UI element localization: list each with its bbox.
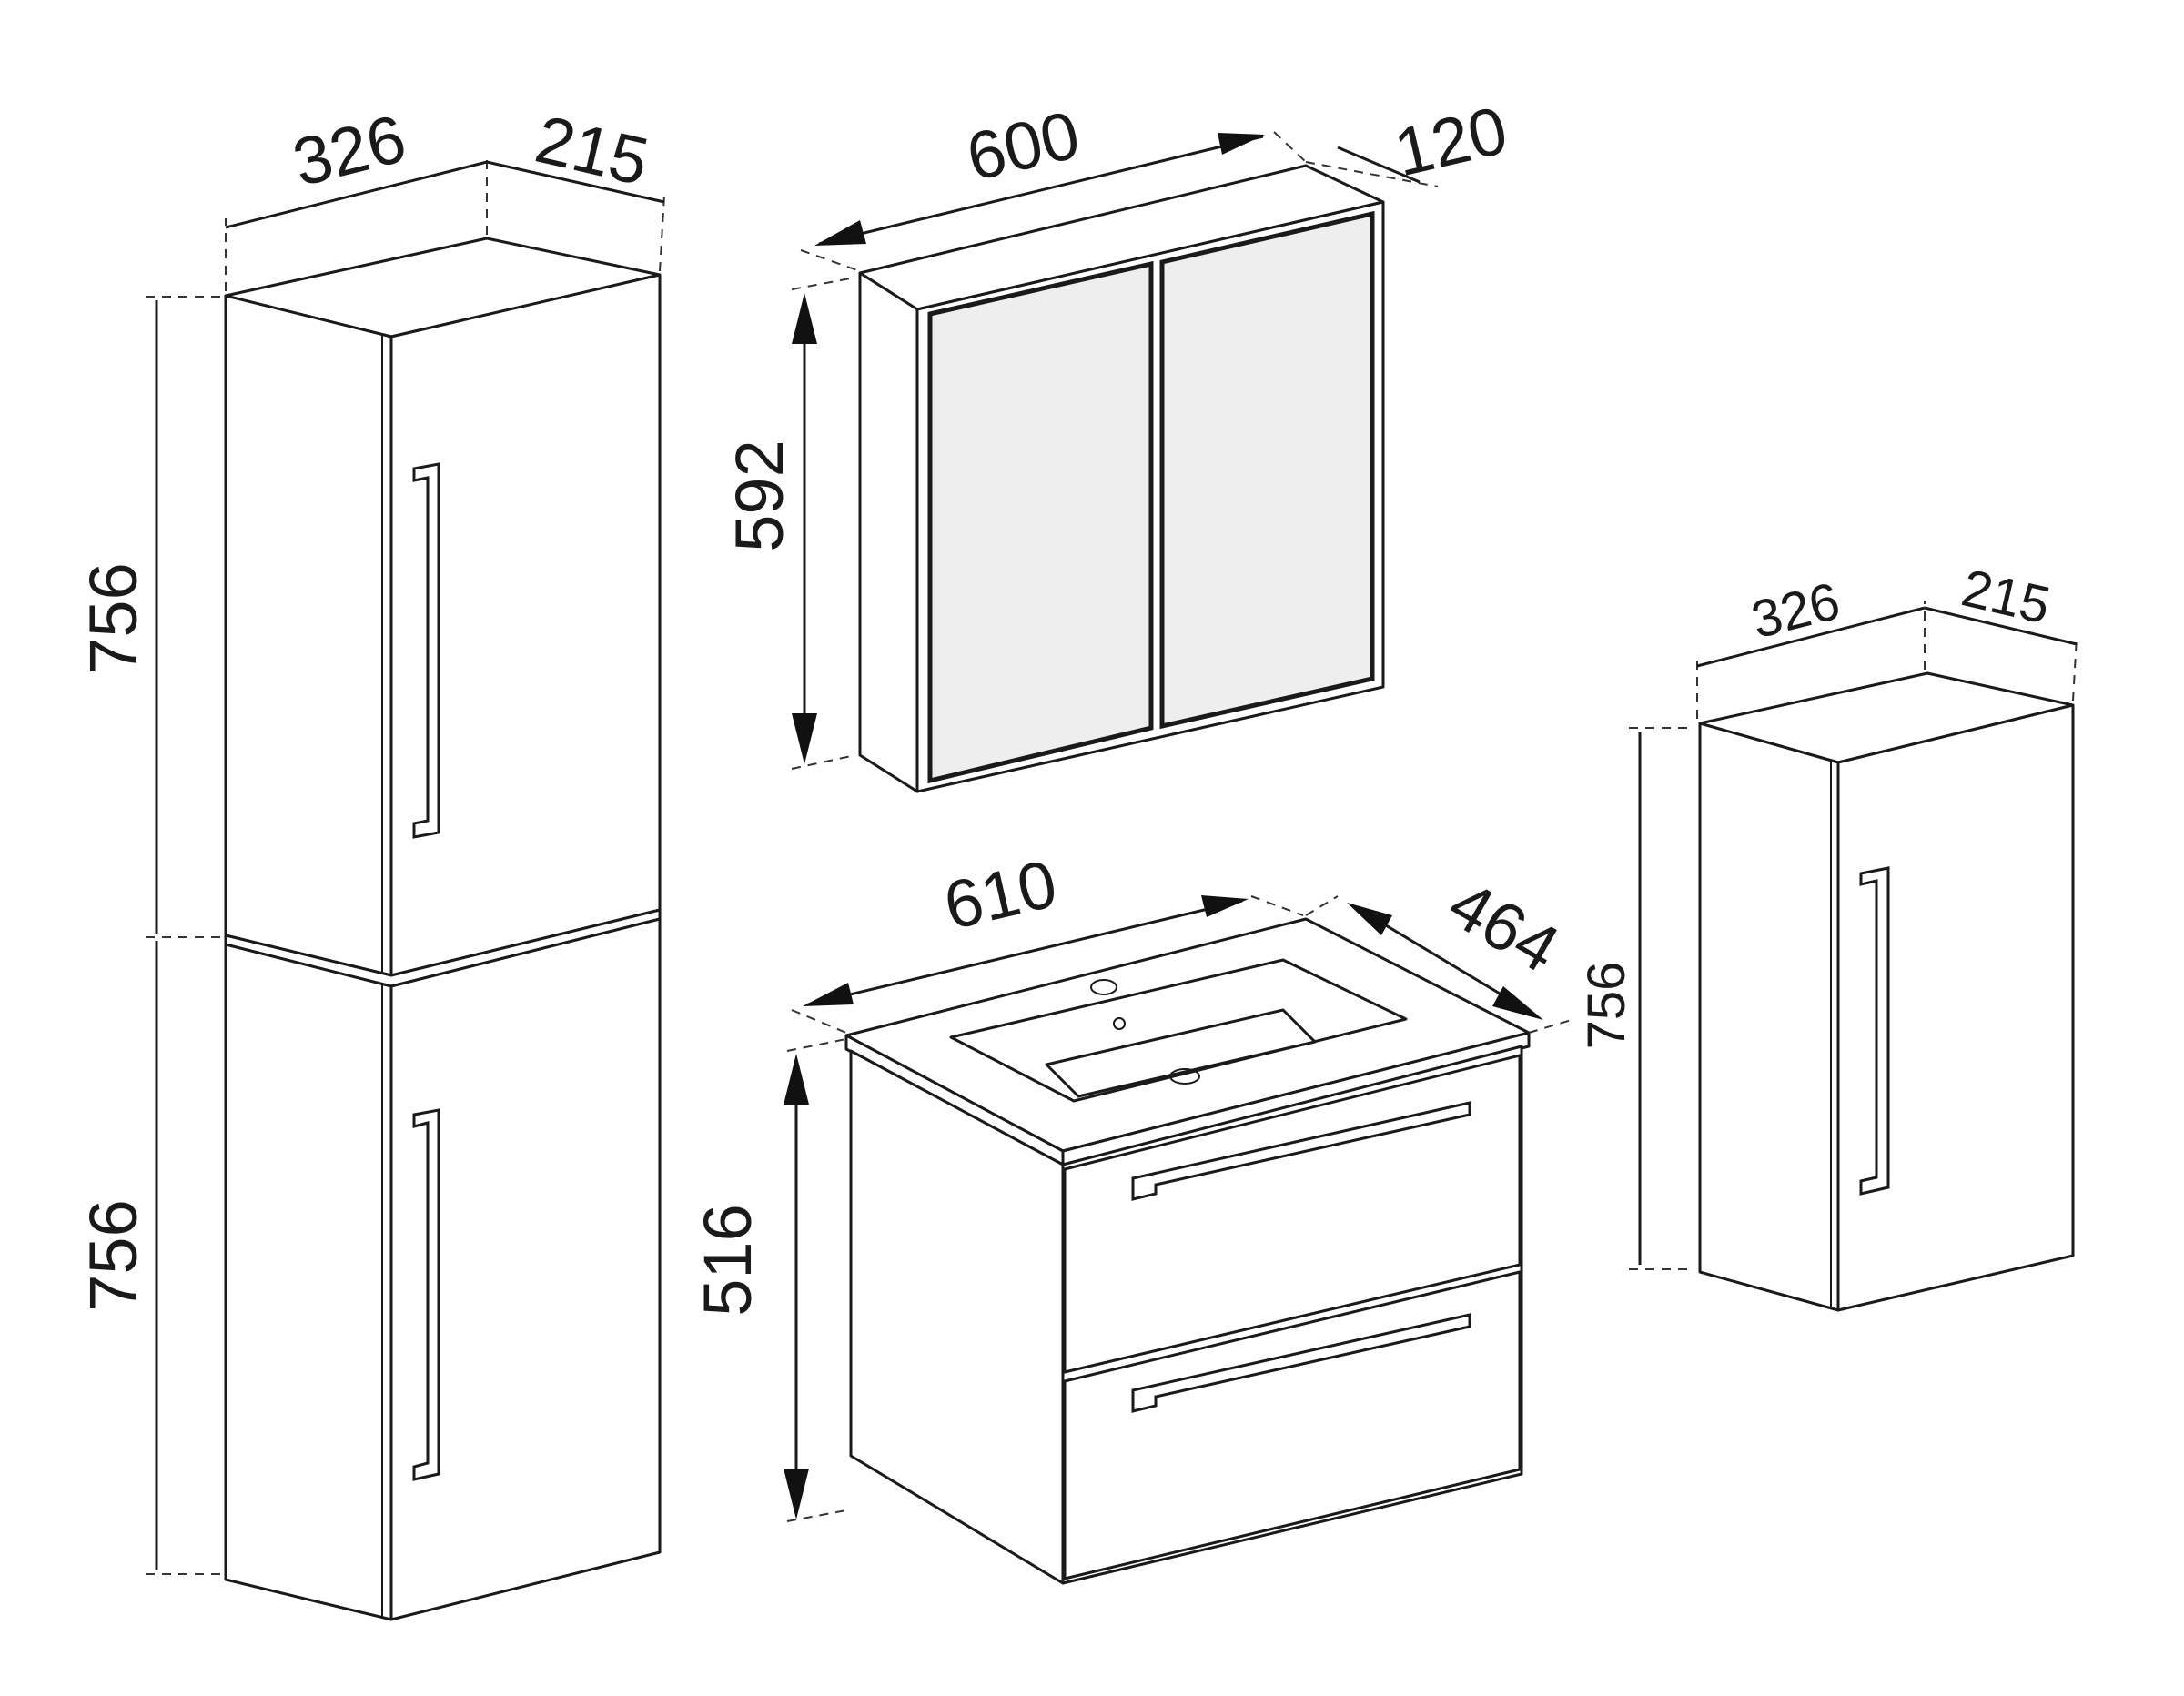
mirror-height-label: 592 [722, 439, 797, 551]
tap-hole [1090, 979, 1117, 995]
tall-cabinet: 326 215 756 756 [76, 100, 665, 1621]
vanity-unit: 610 464 516 [690, 845, 1575, 1585]
mirror-cabinet: 600 120 592 [722, 92, 1514, 793]
wall-door-handle [1859, 866, 1890, 1196]
vanity-height-label: 516 [690, 1204, 765, 1316]
wall-cabinet: 326 215 756 [1577, 558, 2078, 1312]
upper-door-handle [412, 462, 440, 839]
mirror-height-arrow-top [792, 293, 817, 344]
mirror-width-label: 600 [960, 96, 1087, 196]
lower-drawer [1063, 1270, 1522, 1580]
mirror-depth-label: 120 [1388, 92, 1514, 191]
wall-width-label: 326 [1745, 571, 1845, 650]
vanity-width-label: 610 [937, 845, 1064, 944]
wall-height-label: 756 [1577, 962, 1636, 1050]
vanity-width-arrow-right [1201, 895, 1249, 917]
lower-door-handle [412, 1108, 440, 1481]
vanity-width-arrow-left [803, 983, 854, 1006]
upper-drawer-handle [1131, 1101, 1471, 1201]
left-mirror-door [927, 260, 1154, 784]
drain [1169, 1068, 1200, 1085]
tall-depth-label: 215 [529, 101, 655, 200]
vanity-height-arrow-bottom [784, 1469, 809, 1519]
overflow [1113, 1017, 1126, 1030]
mirror-width-arrow-right [1218, 133, 1265, 155]
vanity-height-arrow-top [784, 1054, 809, 1105]
vanity-depth-arrow-top [1347, 903, 1392, 935]
mirror-width-arrow-left [814, 220, 866, 246]
tall-upper-height-label: 756 [76, 562, 151, 674]
mirror-height-arrow-bottom [792, 713, 817, 764]
right-mirror-door [1159, 210, 1375, 730]
vanity-depth-arrow-bottom [1492, 986, 1543, 1020]
lower-drawer-handle [1131, 1313, 1471, 1413]
wall-depth-label: 215 [1956, 558, 2056, 635]
upper-drawer [1063, 1054, 1522, 1374]
tall-lower-height-label: 756 [76, 1199, 151, 1311]
